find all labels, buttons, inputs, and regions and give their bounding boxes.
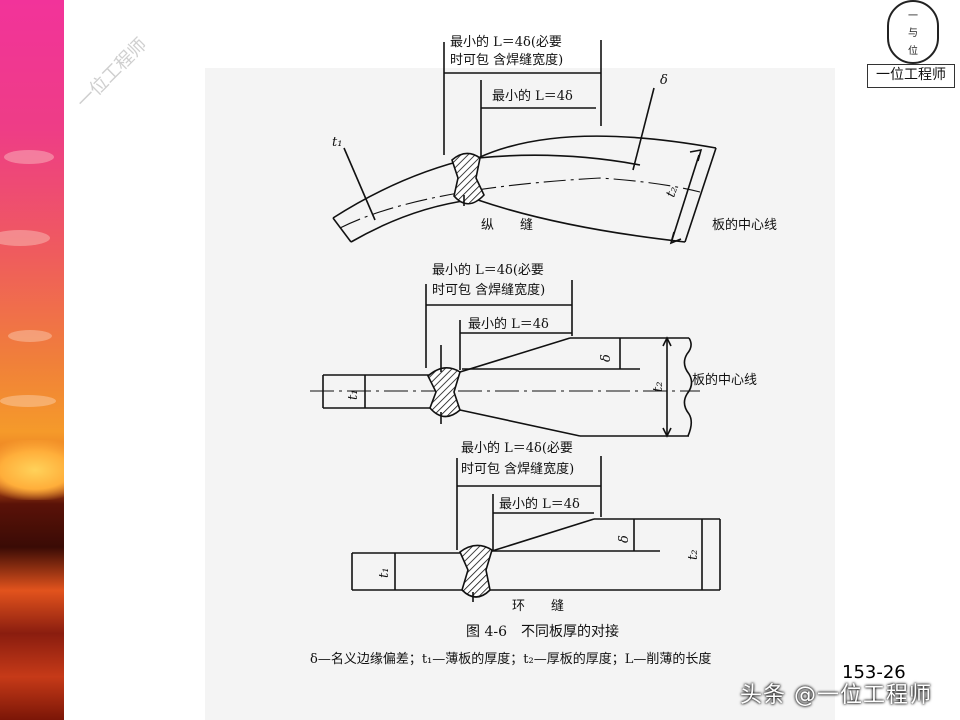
d2-t2: t₂	[651, 382, 666, 392]
d2-label-min-incl: 最小的 L＝4δ(必要	[432, 262, 544, 278]
weld-1	[451, 152, 485, 205]
d1-seam: 纵 缝	[481, 218, 533, 233]
weld-3	[459, 544, 493, 598]
d2-delta: δ	[599, 354, 614, 362]
d1-label-min: 最小的 L＝4δ	[492, 88, 573, 104]
figure-panel	[205, 68, 835, 720]
d2-label-min-incl-2: 时可包 含焊缝宽度)	[432, 282, 545, 298]
d1-t2: t₂	[664, 185, 681, 200]
d3-delta: δ	[617, 535, 632, 543]
logo-glyph-1: 一	[908, 11, 918, 22]
logo-emblem: 一 与 位	[887, 0, 939, 64]
figure-caption: 图 4-6 不同板厚的对接	[466, 623, 619, 640]
logo-glyph-3: 位	[908, 46, 918, 57]
d3-t1: t₁	[377, 568, 392, 578]
logo-glyph-2: 与	[908, 28, 918, 39]
d1-label-min-incl-2: 时可包 含焊缝宽度)	[450, 52, 563, 68]
d3-label-min-incl: 最小的 L＝4δ(必要	[461, 440, 573, 456]
logo-title: 一位工程师	[867, 64, 955, 88]
weld-2	[427, 367, 461, 418]
d3-t2: t₂	[686, 550, 701, 560]
page-number: 153-26	[842, 662, 906, 683]
d1-delta: δ	[660, 73, 668, 88]
d1-label-min-incl: 最小的 L＝4δ(必要	[450, 34, 562, 50]
source-watermark: 头条 @一位工程师	[740, 683, 932, 708]
d2-label-min: 最小的 L＝4δ	[468, 316, 549, 332]
d3-seam: 环 缝	[512, 599, 564, 614]
d1-t1: t₁	[332, 135, 342, 150]
d3-label-min-incl-2: 时可包 含焊缝宽度)	[461, 461, 574, 477]
d2-t1: t₁	[346, 390, 361, 400]
diagram-single-taper	[351, 456, 721, 602]
diagram-longitudinal-seam	[332, 40, 717, 245]
d2-centerline: 板的中心线	[692, 372, 757, 388]
figure-legend: δ—名义边缘偏差；t₁—薄板的厚度；t₂—厚板的厚度；L—削薄的长度	[310, 651, 711, 667]
sunset-decoration	[0, 0, 64, 720]
diagram-double-taper	[310, 280, 700, 438]
sun-glow	[0, 440, 64, 500]
d3-label-min: 最小的 L＝4δ	[499, 496, 580, 512]
logo: 一 与 位 一位工程师	[865, 0, 960, 90]
d1-centerline: 板的中心线	[712, 217, 777, 233]
